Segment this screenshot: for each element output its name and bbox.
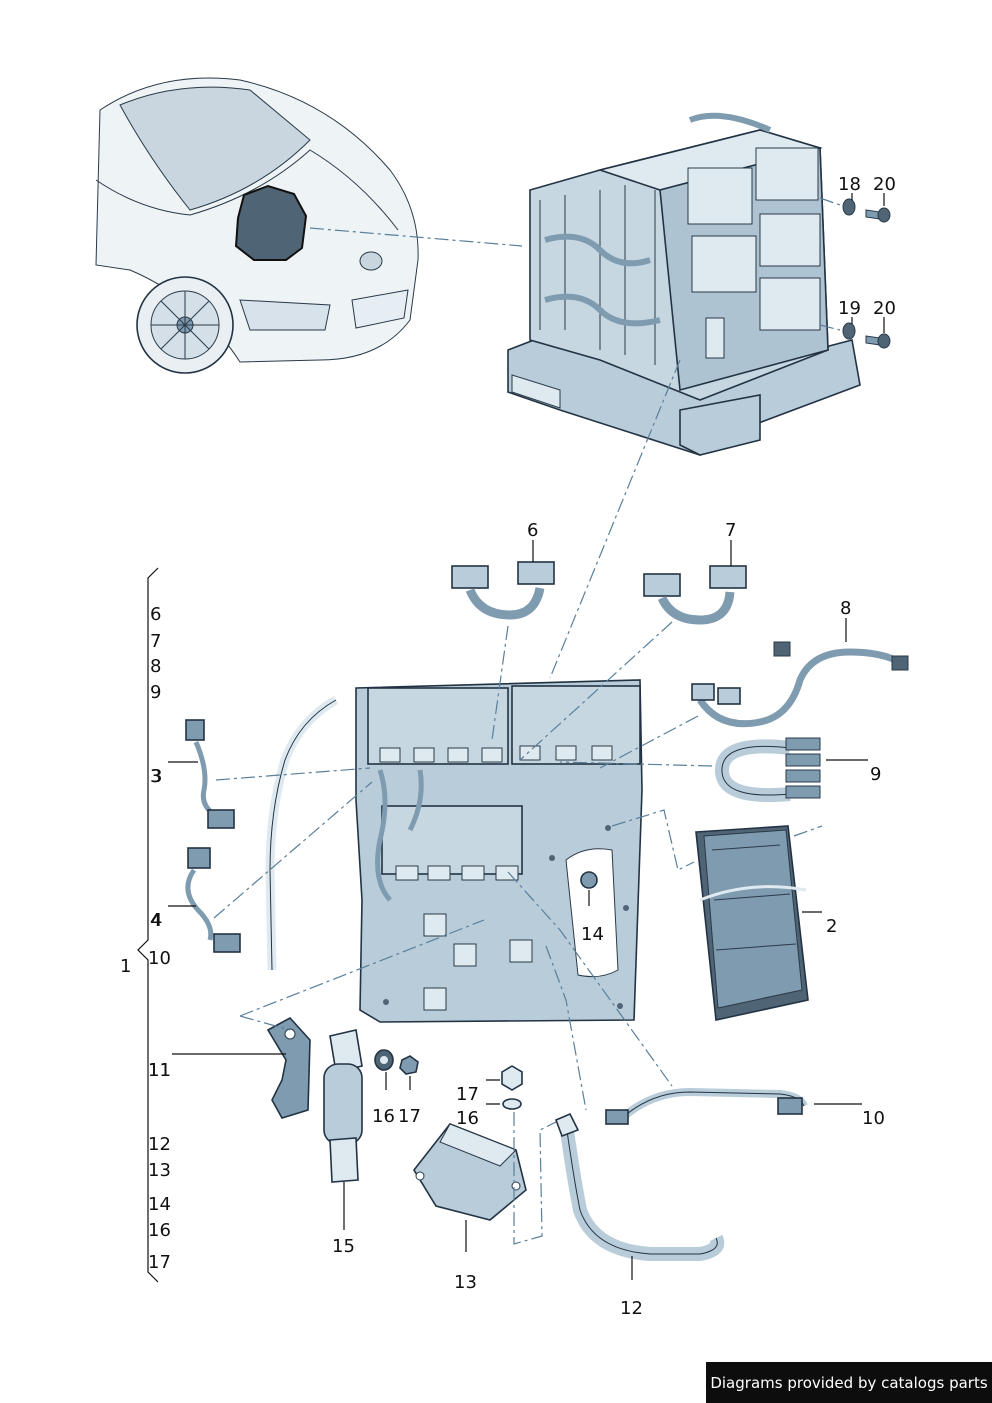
- callout-20a: 20: [873, 174, 896, 195]
- callout-18: 18: [838, 174, 861, 195]
- bracket-item: 4: [150, 910, 161, 931]
- bracket-item: 7: [150, 631, 161, 652]
- callouts: 6 7 8 9 18 20 19 20 3 4 14 2 10 11 16 17…: [148, 174, 896, 1319]
- callout-3: 3: [151, 766, 162, 787]
- credit-text: Diagrams provided by catalogs parts: [710, 1373, 988, 1392]
- callout-15: 15: [332, 1236, 355, 1257]
- harness-8: [599, 618, 909, 769]
- bracket-item: 12: [148, 1134, 171, 1155]
- washer-nut-left: [374, 1049, 419, 1090]
- callout-10: 10: [862, 1108, 885, 1129]
- bracket-11: [172, 1016, 311, 1119]
- control-unit-2: [611, 809, 823, 1021]
- callout-11: 11: [148, 1060, 171, 1081]
- bracket-item: 14: [148, 1194, 171, 1215]
- callout-9: 9: [870, 764, 881, 785]
- screw-parts: [819, 193, 891, 349]
- bracket-item: 17: [148, 1252, 171, 1273]
- car-illustration: [95, 77, 419, 374]
- callout-13: 13: [454, 1272, 477, 1293]
- cable-10: [507, 871, 862, 1125]
- callout-19: 19: [838, 298, 861, 319]
- callout-16b: 16: [456, 1108, 479, 1129]
- bracket-item: 8: [150, 656, 161, 677]
- harness-9: [559, 737, 868, 803]
- bracket-list: 1 6 7 8 9 3 4 10 11 12 13 14 16 17: [120, 604, 171, 1273]
- screw-14: [580, 871, 598, 906]
- harness-6: [451, 540, 555, 741]
- callout-4: 4: [151, 910, 162, 931]
- control-box-13: [413, 1112, 561, 1252]
- callout-12: 12: [620, 1298, 643, 1319]
- battery-cover-highlight: [234, 184, 308, 261]
- bracket-item: 10: [148, 948, 171, 969]
- callout-7: 7: [725, 520, 736, 541]
- harness-4: [168, 781, 373, 953]
- bracket-item: 6: [150, 604, 161, 625]
- callout-8: 8: [840, 598, 851, 619]
- harness-7: [519, 540, 747, 761]
- callout-17a: 17: [398, 1106, 421, 1127]
- holder-15: [323, 1029, 363, 1230]
- bracket-item: 3: [150, 766, 161, 787]
- bracket-list-group: 1: [120, 956, 131, 977]
- credit-banner: Diagrams provided by catalogs parts: [706, 1362, 992, 1403]
- battery-assembly: [507, 112, 861, 456]
- callout-20b: 20: [873, 298, 896, 319]
- bracket-item: 9: [150, 682, 161, 703]
- callout-16a: 16: [372, 1106, 395, 1127]
- bracket-item: 11: [148, 1060, 171, 1081]
- callout-14: 14: [581, 924, 604, 945]
- callout-17b: 17: [456, 1084, 479, 1105]
- washer-nut-right: [486, 1065, 523, 1110]
- bracket-item: 13: [148, 1160, 171, 1181]
- group-brace: [137, 567, 159, 1283]
- cable-12: [545, 945, 725, 1280]
- callout-2: 2: [826, 916, 837, 937]
- bracket-item: 16: [148, 1220, 171, 1241]
- mounting-plate: [265, 679, 643, 1023]
- harness-3: [168, 719, 371, 829]
- callout-6: 6: [527, 520, 538, 541]
